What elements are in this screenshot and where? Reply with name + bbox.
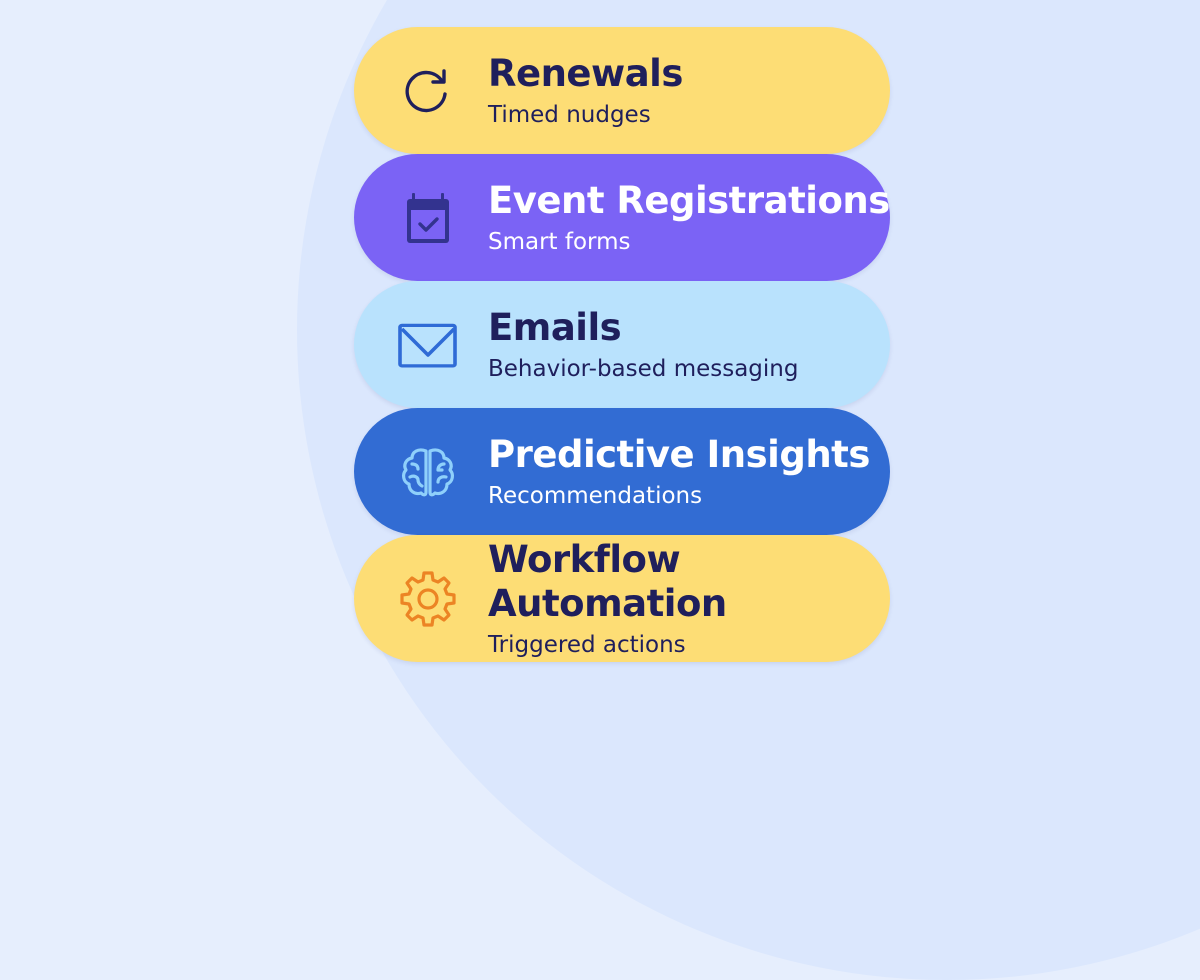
feature-title: Event Registrations bbox=[488, 178, 890, 222]
feature-card-renewals[interactable]: Renewals Timed nudges bbox=[354, 27, 890, 154]
feature-title: Emails bbox=[488, 305, 622, 349]
feature-subtitle: Triggered actions bbox=[488, 631, 686, 658]
feature-card-predictive-insights[interactable]: Predictive Insights Recommendations bbox=[354, 408, 890, 535]
feature-title: Predictive Insights bbox=[488, 432, 870, 476]
feature-subtitle: Smart forms bbox=[488, 228, 631, 255]
feature-card-workflow-automation[interactable]: Workflow Automation Triggered actions bbox=[354, 535, 890, 662]
feature-subtitle: Behavior-based messaging bbox=[488, 355, 799, 382]
refresh-icon bbox=[398, 61, 458, 121]
feature-subtitle: Recommendations bbox=[488, 482, 703, 509]
feature-title: Workflow Automation bbox=[488, 537, 727, 625]
feature-subtitle: Timed nudges bbox=[488, 101, 651, 128]
gear-icon bbox=[398, 569, 458, 629]
feature-stack: Renewals Timed nudges Event Registration… bbox=[354, 27, 890, 662]
brain-icon bbox=[398, 442, 458, 502]
mail-icon bbox=[398, 315, 458, 375]
feature-card-event-registrations[interactable]: Event Registrations Smart forms bbox=[354, 154, 890, 281]
feature-card-emails[interactable]: Emails Behavior-based messaging bbox=[354, 281, 890, 408]
calendar-check-icon bbox=[398, 188, 458, 248]
feature-title: Renewals bbox=[488, 51, 683, 95]
